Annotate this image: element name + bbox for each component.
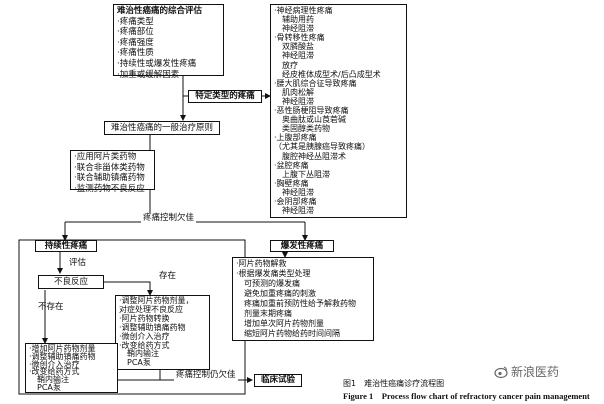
box-line: ·微创介入治疗 (119, 331, 170, 341)
persistent-pain-box: 持续性疼痛 (35, 240, 97, 252)
box-line: ·疼痛性质 (117, 48, 154, 59)
box-line: PCA泵 (127, 358, 151, 368)
box-line: 经皮椎体成型术/后凸成型术 (282, 69, 381, 79)
sina-logo-icon (494, 365, 508, 378)
drug-box: ·应用阿片类药物·联合非甾体类药物·联合辅助镇痛药物·监测药物不良反应 (70, 150, 155, 194)
persistent-pain-label: 持续性疼痛 (44, 241, 88, 251)
box-line: ·上腹部疼痛 (274, 133, 317, 143)
box-line: 神经阻滞 (282, 206, 314, 216)
assessment-box: 难治性癌痛的综合评估·疼痛类型·疼痛部位·疼痛强度·疼痛性质·持续性或爆发性疼痛… (113, 4, 224, 80)
box-line: 神经阻滞 (282, 24, 314, 34)
caption-en: Figure 1 Process flow chart of refractor… (343, 391, 590, 401)
box-line: ·联合辅助镇痛药物 (74, 173, 145, 184)
breakthrough-treatment-box: ·阿片药物解救·根据爆发痛类型处理可预测的爆发痛避免加重疼痛的刺激疼痛加重前预防… (232, 257, 374, 341)
box-line: ·会阴部疼痛 (274, 196, 317, 206)
box-line: ·胸壁疼痛 (274, 178, 309, 188)
pain-types-box: ·神经病理性疼痛辅助用药神经阻滞·骨转移性疼痛双膦酸盐神经阻滞放疗经皮椎体成型术… (270, 4, 407, 218)
clinical-trial-label: 临床试验 (260, 375, 295, 385)
box-line: 神经阻滞 (282, 96, 314, 106)
box-line: 鞘内输注 (127, 349, 159, 359)
box-line: 剂量末期疼痛 (244, 309, 292, 318)
breakthrough-pain-box: 爆发性疼痛 (270, 240, 334, 252)
box-line: ·加重或缓解因素 (117, 69, 180, 80)
label-pain-poor-control-2: 疼痛控制仍欠佳 (174, 370, 238, 381)
box-line: 腹腔神经丛阻滞术 (282, 151, 346, 161)
clinical-trial-box: 临床试验 (254, 374, 302, 387)
box-line: ·改变给药方式 (119, 340, 170, 350)
box-line: 增加单次阿片药物剂量 (244, 319, 324, 328)
box-line: PCA泵 (37, 382, 61, 392)
label-pain-poor-control: 疼痛控制欠佳 (141, 213, 197, 224)
box-line: 肌肉松解 (282, 87, 314, 97)
box-line: ·调整阿片药物剂量， (119, 296, 194, 305)
box-line: 上腹下丛阻滞 (282, 169, 330, 179)
box-line: ·疼痛类型 (117, 16, 154, 27)
box-line: ·恶性肠梗阻导致疼痛 (274, 106, 349, 116)
adverse-reaction-box: 不良反应 (38, 275, 104, 289)
box-line: 神经阻滞 (282, 187, 314, 197)
box-line: ·疼痛强度 (117, 37, 154, 48)
box-line: （尤其是胰腺癌导致疼痛） (274, 142, 370, 152)
box-line: ·根据爆发痛类型处理 (236, 269, 311, 278)
specific-pain-box: 特定类型的疼痛 (188, 90, 262, 103)
general-principle-label: 难治性癌痛的一般治疗原则 (110, 123, 213, 133)
box-line: ·调整辅助镇痛药物 (29, 351, 96, 361)
box-line: ·盆腔疼痛 (274, 160, 309, 170)
box-line: 鞘内输注 (37, 375, 69, 385)
caption-zh: 图1 难治性癌痛诊疗流程图 (343, 379, 445, 388)
edge-adverse-adjust (104, 281, 153, 296)
box-line: ·改变给药方式 (29, 367, 80, 377)
box-line: ·疼痛部位 (117, 27, 154, 38)
figure-caption: 图1 难治性癌痛诊疗流程图 Figure 1 Process flow char… (343, 378, 590, 402)
box-line: 难治性癌痛的综合评估 (117, 6, 203, 16)
breakthrough-pain-label: 爆发性疼痛 (280, 241, 324, 251)
box-line: 缩短阿片药物给药时间间隔 (244, 329, 340, 338)
specific-pain-label: 特定类型的疼痛 (195, 91, 255, 101)
box-line: ·神经病理性疼痛 (274, 6, 333, 15)
box-line: ·腰大肌综合征导致疼痛 (274, 78, 357, 88)
label-present: 存在 (159, 271, 177, 281)
box-line: 对症处理不良反应 (119, 304, 183, 314)
box-line: ·阿片药物解救 (236, 259, 287, 268)
box-line: 可预测的爆发痛 (244, 279, 300, 288)
adjust-box: ·调整阿片药物剂量，对症处理不良反应·阿片药物转换·调整辅助镇痛药物·微创介入治… (115, 295, 210, 370)
box-line: ·监测药物不良反应 (74, 183, 145, 194)
box-line: 疼痛加重前预防性给予解救药物 (244, 299, 356, 308)
box-line: 神经阻滞 (282, 51, 314, 61)
general-principle-box: 难治性癌痛的一般治疗原则 (104, 121, 220, 135)
box-line: ·微创介入治疗 (29, 359, 80, 369)
box-line: 辅助用药 (282, 15, 314, 25)
box-line: ·骨转移性疼痛 (274, 33, 325, 43)
box-line: ·联合非甾体类药物 (74, 162, 145, 173)
label-absent: 不存在 (38, 302, 64, 312)
box-line: ·阿片药物转换 (119, 313, 170, 323)
box-line: 放疗 (282, 60, 298, 70)
box-line: ·应用阿片类药物 (74, 152, 137, 162)
box-line: 类固醇类药物 (282, 124, 330, 134)
adverse-reaction-label: 不良反应 (53, 277, 88, 287)
box-line: 奥曲肽或山莨菪碱 (282, 115, 346, 125)
label-assess: 评估 (69, 258, 87, 268)
box-line: ·增加阿片药物剂量 (29, 344, 96, 353)
watermark: 新浪医药 (494, 363, 559, 380)
box-line: 双膦酸盐 (282, 42, 314, 52)
watermark-text: 新浪医药 (511, 365, 560, 379)
box-line: ·持续性或爆发性疼痛 (117, 58, 197, 69)
box-line: 避免加重疼痛的刺激 (244, 289, 316, 298)
box-line: ·调整辅助镇痛药物 (119, 322, 186, 332)
